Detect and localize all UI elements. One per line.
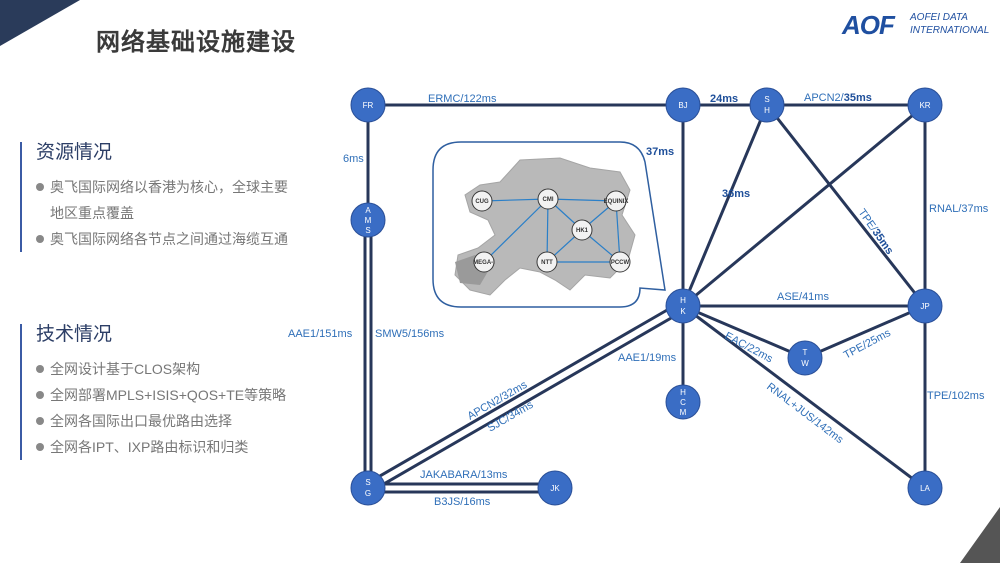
label-ase: ASE/41ms xyxy=(777,291,829,303)
link-hk-la xyxy=(682,304,926,490)
hk-node-equinix xyxy=(605,190,627,212)
label-apcn2: APCN2/35ms xyxy=(804,92,872,104)
resources-heading: 资源情况 xyxy=(36,142,113,163)
node-sg-label-1: S xyxy=(365,478,370,487)
node-bj-label: BJ xyxy=(678,101,687,110)
node-sg-label-2: G xyxy=(365,489,371,498)
node-tw xyxy=(787,340,823,376)
hk-node-mega-label: MEGA-i xyxy=(473,260,495,266)
node-hcm-label-3: M xyxy=(680,408,687,417)
hk-node-hk1-label: HK1 xyxy=(576,228,589,234)
page-title: 网络基础设施建设 xyxy=(96,29,296,56)
corner-decoration-br xyxy=(960,507,1000,563)
logo-line2: INTERNATIONAL xyxy=(910,25,990,36)
hk-inset-nodes xyxy=(471,188,631,273)
hk-node-pccw xyxy=(609,251,631,273)
node-fr-label: FR xyxy=(363,101,374,110)
link-sh-hk xyxy=(681,104,769,307)
label-ermc: ERMC/122ms xyxy=(428,93,497,105)
label-bj-sh: 24ms xyxy=(710,93,738,105)
tech-item: 全网设计基于CLOS架构 xyxy=(36,356,286,382)
hk-node-cug-label: CUG xyxy=(475,199,489,205)
label-rnal-jus: RNAL+JUS/142ms xyxy=(764,381,846,447)
corner-decoration xyxy=(0,0,80,46)
node-jp-label: JP xyxy=(920,302,929,311)
node-kr-label: KR xyxy=(919,101,930,110)
label-sh-hk: 36ms xyxy=(722,188,750,200)
tech-item: 全网各国际出口最优路由选择 xyxy=(36,408,286,434)
resources-item: 奥飞国际网络各节点之间通过海缆互通 xyxy=(36,226,288,252)
node-ams-label-2: M xyxy=(365,216,372,225)
label-jakabara: JAKABARA/13ms xyxy=(420,469,508,481)
node-hk-label-1: H xyxy=(680,296,686,305)
label-smw5: SMW5/156ms xyxy=(375,328,445,340)
hk-node-equinix-label: EQUINIX xyxy=(604,199,629,205)
link-hk-sg-2 xyxy=(369,308,686,494)
hk-node-pccw-label: PCCW xyxy=(611,260,630,266)
link-hk-tw xyxy=(682,304,806,360)
node-la xyxy=(907,470,943,506)
node-sh xyxy=(749,87,785,123)
label-apcn2-val: 35ms xyxy=(844,92,872,104)
node-jp xyxy=(907,288,943,324)
hk-node-ntt-label: NTT xyxy=(541,260,553,266)
node-sh-label-2: H xyxy=(764,106,770,115)
hk-node-cmi xyxy=(537,188,559,210)
hk-node-cmi-label: CMI xyxy=(543,197,554,203)
node-tw-label-1: T xyxy=(803,348,808,357)
node-ams-label-1: A xyxy=(365,206,371,215)
node-bj xyxy=(665,87,701,123)
link-hk-sg-1 xyxy=(365,300,682,486)
node-hk-label-2: K xyxy=(680,307,686,316)
node-hk xyxy=(665,288,701,324)
link-tw-jp xyxy=(804,304,926,360)
node-sg xyxy=(350,470,386,506)
node-ams xyxy=(350,202,386,238)
link-lines xyxy=(363,103,927,494)
node-hcm-label-2: C xyxy=(680,398,686,407)
label-rnal: RNAL/37ms xyxy=(929,203,989,215)
node-kr xyxy=(907,87,943,123)
label-b3js: B3JS/16ms xyxy=(434,496,491,508)
link-sh-jp xyxy=(765,104,927,307)
node-hcm xyxy=(665,384,701,420)
tech-item: 全网各IPT、IXP路由标识和归类 xyxy=(36,434,286,460)
tech-item: 全网部署MPLS+ISIS+QOS+TE等策略 xyxy=(36,382,286,408)
label-fr-ams: 6ms xyxy=(343,153,364,165)
hk-inset-map: CUG CMI EQUINIX HK1 MEGA-i NTT PCCW xyxy=(432,141,666,308)
resources-item: 奥飞国际网络以香港为核心，全球主要 xyxy=(36,174,288,200)
node-jk xyxy=(537,470,573,506)
network-nodes xyxy=(350,87,943,506)
node-la-label: LA xyxy=(920,484,930,493)
label-aae1-ams-sg: AAE1/151ms xyxy=(288,328,353,340)
label-bj-hk: 37ms xyxy=(646,146,674,158)
link-kr-hk xyxy=(682,103,926,308)
node-jk-label: JK xyxy=(550,484,560,493)
logo-line1: AOFEI DATA xyxy=(910,12,968,23)
hk-node-mega xyxy=(473,251,495,273)
company-logo: AOF AOFEI DATA INTERNATIONAL xyxy=(842,10,992,40)
tech-section: 技术情况 全网设计基于CLOS架构 全网部署MPLS+ISIS+QOS+TE等策… xyxy=(20,324,286,460)
label-tpe-la: TPE/102ms xyxy=(927,390,985,402)
node-hcm-label-1: H xyxy=(680,388,686,397)
label-apcn2-name: APCN2/ xyxy=(804,92,845,104)
label-tpe-sh-jp: TPE/35ms xyxy=(856,207,896,257)
logo-mark: AOF xyxy=(842,10,895,40)
resources-item-cont: 地区重点覆盖 xyxy=(50,205,134,221)
hk-node-hk1 xyxy=(571,219,593,241)
node-fr xyxy=(350,87,386,123)
tech-heading: 技术情况 xyxy=(36,324,113,345)
resources-section: 资源情况 奥飞国际网络以香港为核心，全球主要 地区重点覆盖 奥飞国际网络各节点之… xyxy=(20,142,288,252)
hk-node-ntt xyxy=(536,251,558,273)
node-ams-label-3: S xyxy=(365,226,370,235)
node-sh-label-1: S xyxy=(764,95,769,104)
label-aae1-hk-hcm: AAE1/19ms xyxy=(618,352,677,364)
node-tw-label-2: W xyxy=(801,359,809,368)
hk-landmass xyxy=(454,157,636,296)
hk-node-cug xyxy=(471,190,493,212)
